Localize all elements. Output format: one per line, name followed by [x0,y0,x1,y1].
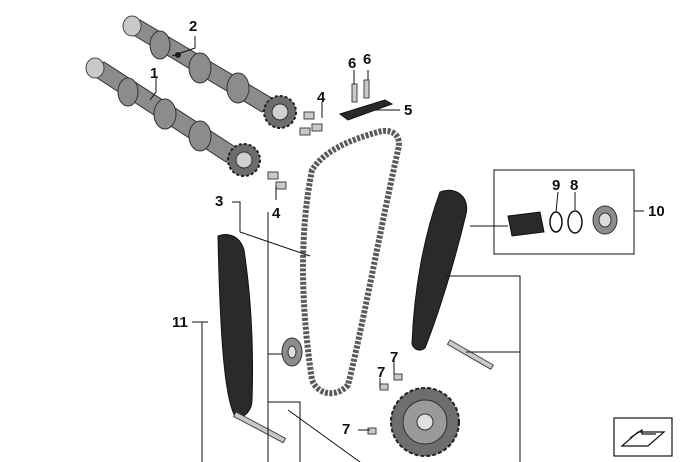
callout-8: 8 [570,177,578,194]
callout-7-bottom: 7 [342,421,350,438]
crankshaft-sprocket [390,387,460,457]
callout-3: 3 [215,193,223,210]
callout-6-right: 6 [363,51,371,68]
callout-6-left: 6 [348,55,356,72]
idler-pulley [281,337,303,367]
camshaft-intake [85,57,241,163]
sprocket-bolts-upper [299,111,323,136]
tensioner-rail [411,189,494,371]
guide-rail [217,234,287,444]
guide-screws [351,79,370,103]
callout-2: 2 [189,18,197,35]
callout-7-left: 7 [377,364,385,381]
callout-11: 11 [172,314,188,331]
sheet-arrow-icon [613,417,673,457]
callout-1: 1 [150,65,158,82]
callout-5: 5 [404,102,412,119]
chain-guide-top [338,99,394,121]
tensioner-inset [493,169,635,255]
callout-9: 9 [552,177,560,194]
callout-labels: 2 1 3 4 4 5 6 6 7 7 7 8 9 10 11 [150,18,665,438]
sprocket-bolts-lower [267,171,287,190]
callout-4-upper: 4 [317,89,326,106]
timing-chain [300,128,402,397]
callout-4-lower: 4 [272,205,281,222]
callout-7-right: 7 [390,349,398,366]
sprocket-exhaust-camshaft [263,95,297,129]
sprocket-intake-camshaft [227,143,261,177]
leader-lines [149,36,644,462]
callout-10: 10 [648,203,665,220]
camshaft-exhaust [122,15,276,113]
